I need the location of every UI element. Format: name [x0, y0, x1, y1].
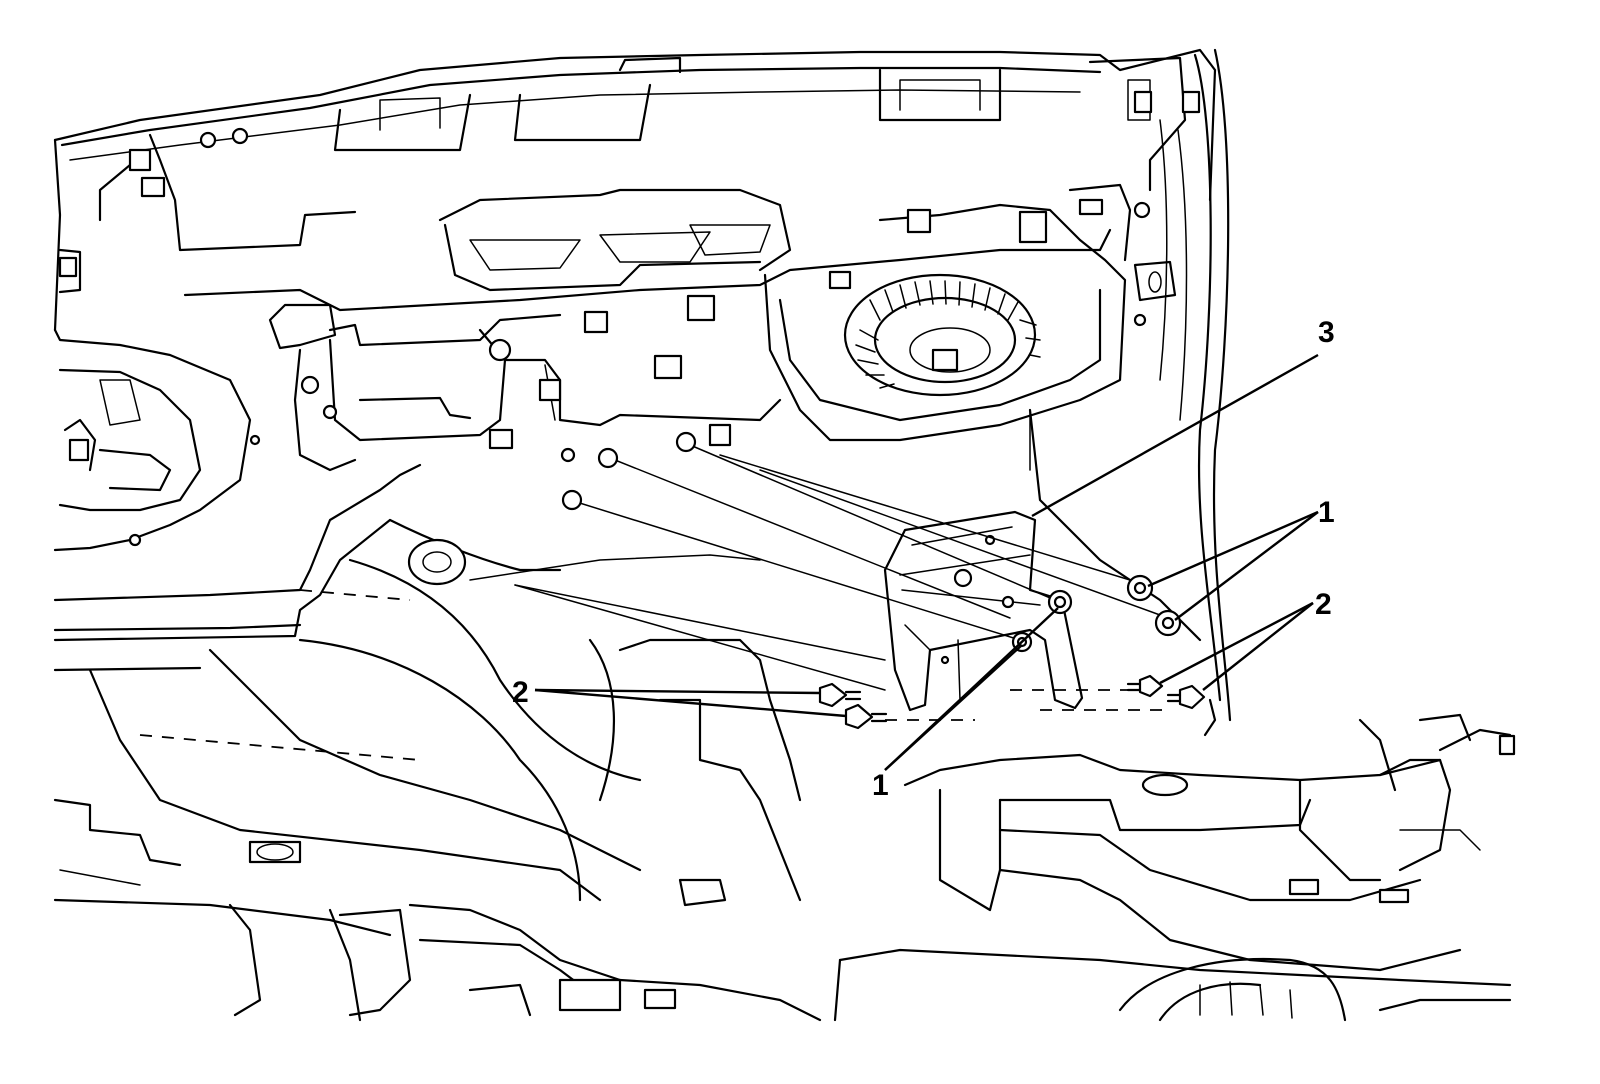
callout-2-right: 2: [1315, 588, 1332, 621]
bolt-fastener: [1166, 684, 1206, 710]
mounting-bracket: [883, 510, 1084, 712]
callout-3: 3: [1318, 316, 1335, 349]
callout-leaders: [534, 353, 1319, 771]
floor-tunnel: [833, 713, 1516, 1022]
instrument-panel-carrier: [53, 48, 1217, 472]
callout-2-left: 2: [512, 676, 529, 709]
callout-1-upper: 1: [1318, 496, 1335, 529]
fasteners: [560, 423, 1206, 730]
nut-fastener: [1126, 574, 1154, 602]
callout-1-lower: 1: [872, 769, 889, 802]
nut-fastener: [1047, 589, 1073, 615]
left-lower-panel: [53, 328, 261, 552]
bolt-fastener: [1126, 674, 1164, 698]
nut-fastener: [1154, 609, 1182, 637]
exploded-fastener-lines: [514, 444, 1170, 721]
bolt-fastener: [818, 682, 862, 708]
floor-pan: [53, 463, 822, 1022]
bolt-fastener: [844, 703, 888, 730]
